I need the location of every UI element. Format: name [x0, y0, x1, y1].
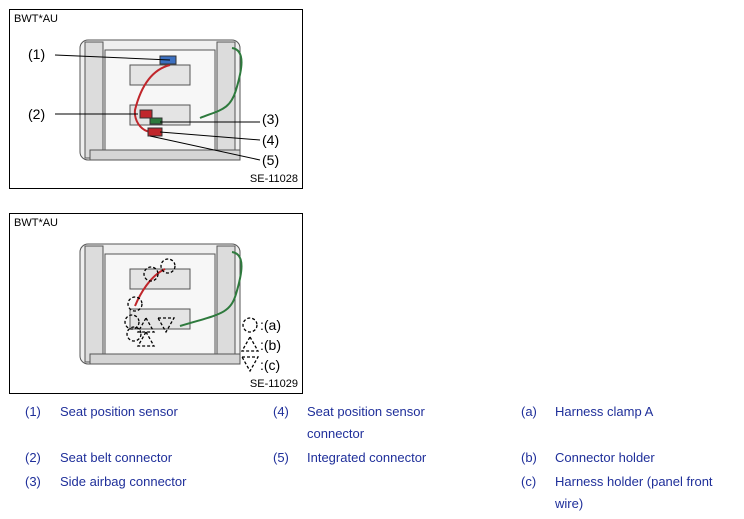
callout-2: (2) [28, 106, 46, 122]
legend-text: Connector holder [555, 450, 655, 465]
figure-code: SE-11028 [249, 173, 298, 185]
seat-frame-illustration-clamps [79, 243, 260, 373]
legend-text: connector [307, 426, 365, 441]
legend-num: (4) [273, 404, 289, 419]
legend-text: wire) [555, 496, 584, 511]
legend: (1) Seat position sensor (2) Seat belt c… [0, 401, 744, 519]
callout-4: (4) [262, 132, 280, 148]
legend-text: Harness holder (panel front [555, 474, 713, 489]
legend-text: Seat position sensor [60, 404, 178, 419]
legend-text: Integrated connector [307, 450, 427, 465]
callout-5: (5) [262, 152, 280, 168]
legend-num: (1) [25, 404, 41, 419]
callout-3: (3) [262, 111, 280, 127]
symbol-b-label: :(b) [260, 337, 281, 353]
legend-num: (a) [521, 404, 537, 419]
legend-text: Side airbag connector [60, 474, 187, 489]
legend-text: Seat position sensor [307, 404, 425, 419]
figure-harness-clamps: BWT*AU :(a) :(b) :(c) SE-11029 [9, 213, 303, 394]
legend-text: Harness clamp A [555, 404, 654, 419]
legend-num: (2) [25, 450, 41, 465]
symbol-a-label: :(a) [260, 317, 281, 333]
seat-frame-illustration [54, 39, 261, 161]
figure-seat-harness-connectors: BWT*AU (1) (2) (3) (4) (5) SE-11028 [9, 9, 303, 189]
legend-num: (b) [521, 450, 537, 465]
callout-1: (1) [28, 46, 46, 62]
model-tag: BWT*AU [14, 217, 58, 229]
legend-num: (c) [521, 474, 537, 489]
symbol-c-label: :(c) [260, 357, 281, 373]
legend-num: (5) [273, 450, 289, 465]
model-tag: BWT*AU [14, 13, 58, 25]
legend-text: Seat belt connector [60, 450, 173, 465]
figure-code: SE-11029 [249, 378, 298, 390]
legend-num: (3) [25, 474, 41, 489]
